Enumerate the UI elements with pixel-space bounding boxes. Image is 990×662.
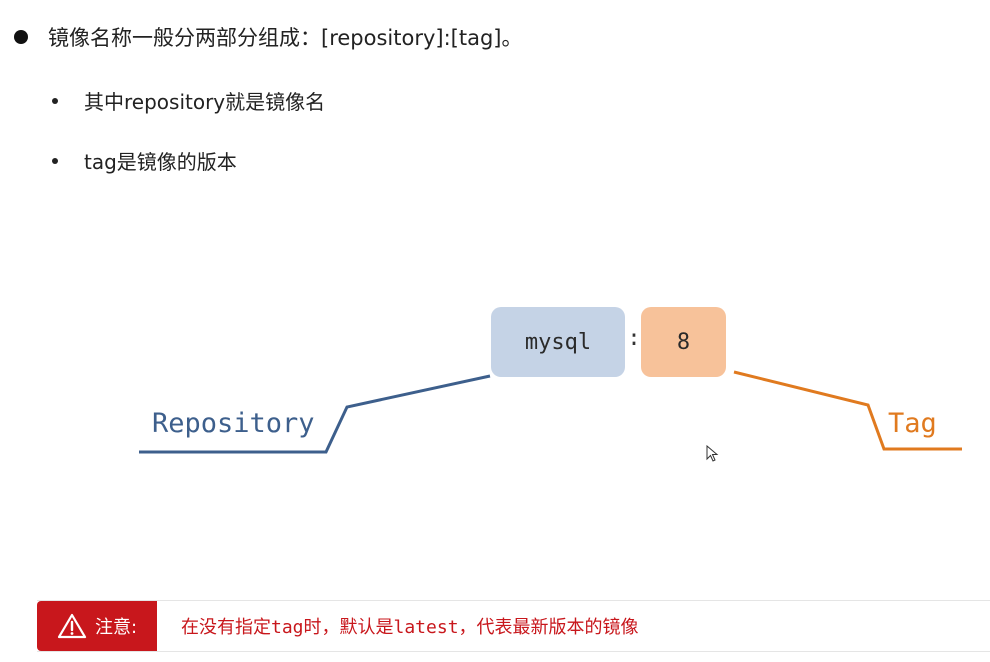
repository-box: mysql — [491, 307, 625, 377]
bullet-sub-1: 其中repository就是镜像名 — [52, 86, 325, 115]
separator-colon: : — [627, 326, 641, 351]
bullet-sub-text: tag是镜像的版本 — [84, 150, 237, 174]
bullet-sub-text: 其中repository就是镜像名 — [84, 90, 326, 114]
bullet-sub-2: tag是镜像的版本 — [52, 146, 237, 175]
note-label: 注意: — [94, 617, 138, 638]
tag-value: 8 — [676, 329, 691, 355]
note-header: 注意: — [37, 601, 157, 651]
tag-label: Tag — [888, 408, 937, 439]
mouse-cursor-icon — [706, 445, 719, 462]
bullet-dot — [52, 157, 58, 164]
note-callout: 注意: 在没有指定tag时，默认是latest，代表最新版本的镜像 — [37, 600, 990, 652]
repository-line — [139, 374, 491, 454]
bullet-main-text: 镜像名称一般分两部分组成：[repository]:[tag]。 — [48, 26, 523, 50]
tag-line — [733, 370, 962, 451]
tag-box: 8 — [641, 307, 726, 377]
note-text: 在没有指定tag时，默认是latest，代表最新版本的镜像 — [181, 617, 639, 638]
bullet-dot — [52, 97, 58, 104]
bullet-dot — [14, 30, 28, 44]
bullet-main: 镜像名称一般分两部分组成：[repository]:[tag]。 — [14, 22, 522, 52]
repository-value: mysql — [524, 329, 592, 355]
repository-label: Repository — [152, 408, 315, 439]
warning-icon — [57, 613, 87, 639]
